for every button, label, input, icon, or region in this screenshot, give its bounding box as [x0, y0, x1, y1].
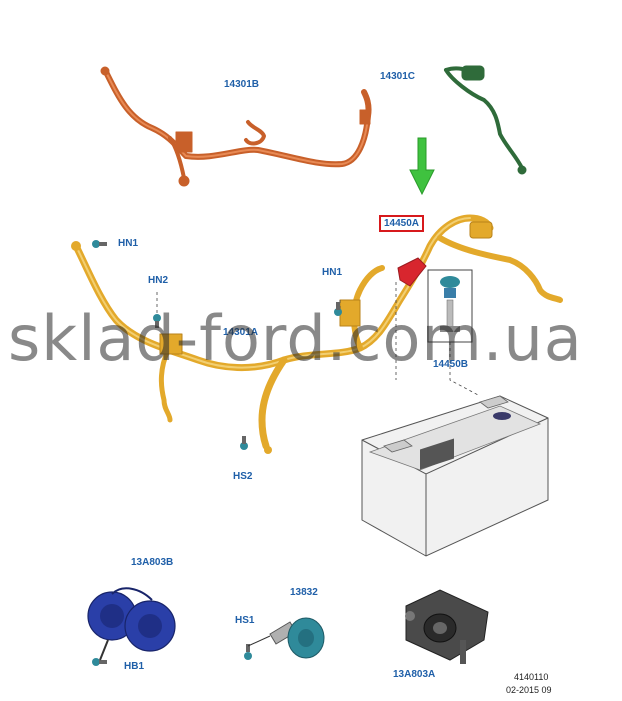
callout-13a803b: 13A803B [131, 557, 174, 568]
bolt-hn2 [153, 314, 161, 328]
bolt-hs2 [240, 436, 248, 450]
harness-14301c [444, 65, 527, 175]
bolt-hb1 [92, 658, 107, 666]
horn-13a803b [87, 587, 176, 661]
callout-hn2: HN2 [148, 275, 169, 286]
battery [361, 395, 549, 557]
callout-14450a: 14450A [379, 215, 425, 232]
clip-red [397, 257, 427, 287]
callout-14301c: 14301C [380, 71, 416, 82]
callout-13832: 13832 [290, 587, 318, 598]
horn-13832 [247, 617, 325, 659]
bolt-hs1 [244, 644, 252, 660]
down-arrow-icon [409, 137, 435, 196]
callout-hs1: HS1 [235, 615, 255, 626]
harness-14301b [100, 66, 372, 187]
footer-date: 02-2015 09 [506, 685, 552, 695]
harness-main [71, 214, 563, 454]
callout-hb1: HB1 [124, 661, 145, 672]
footer-ref: 4140110 [514, 672, 549, 682]
callout-hs2: HS2 [233, 471, 253, 482]
callout-14301b: 14301B [224, 79, 260, 90]
callout-13a803a: 13A803A [393, 669, 436, 680]
watermark: sklad-ford.com.ua [8, 302, 583, 375]
callout-14301a: 14301A [223, 327, 259, 338]
callout-hn1-right: HN1 [322, 267, 343, 278]
horn-13a803a [405, 589, 489, 664]
bolt-hn1-left [92, 240, 107, 248]
callout-hn1-left: HN1 [118, 238, 139, 249]
callout-14450b: 14450B [433, 359, 469, 370]
terminal-14450b [427, 269, 473, 343]
bolt-hn1-right [334, 302, 342, 316]
